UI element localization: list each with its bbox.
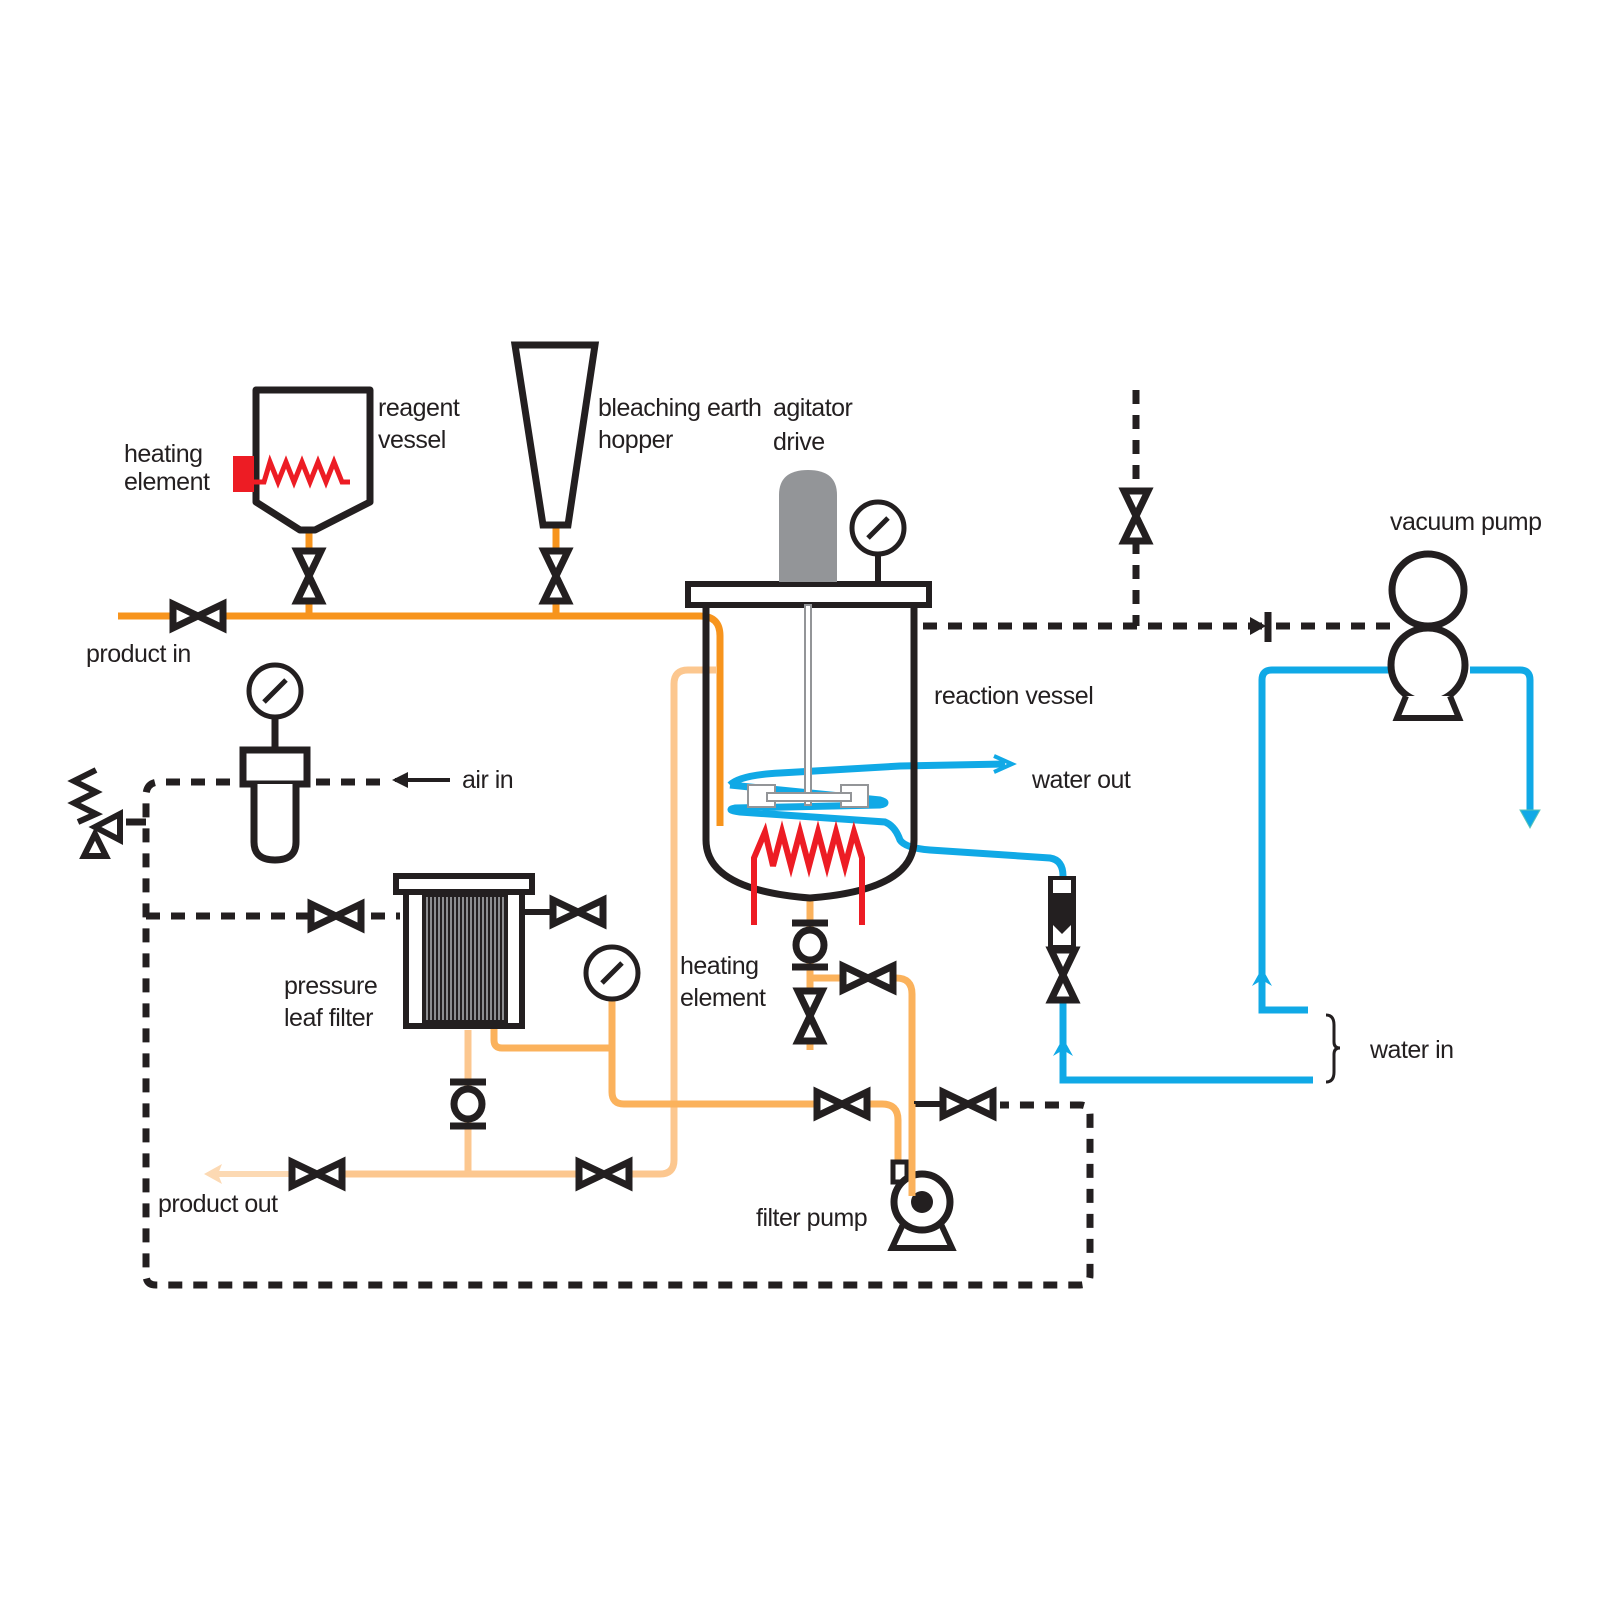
water-out-arrow (993, 754, 1017, 774)
agitator-drive-label-1: agitator (773, 394, 853, 422)
relief-valve (67, 767, 123, 859)
reagent-vessel-label-2: vessel (378, 426, 446, 454)
agitator-drive (779, 470, 837, 582)
water-in-label: water in (1369, 1036, 1454, 1064)
filter-drain-check-valve[interactable] (450, 1082, 486, 1126)
water-in-arrow-lower (1053, 1038, 1073, 1056)
product-in-pipe (118, 612, 724, 790)
return-valve[interactable] (579, 1162, 629, 1186)
hopper-label-1: bleaching earth (598, 394, 761, 422)
filter-pump-label: filter pump (756, 1204, 867, 1232)
reagent-valve[interactable] (297, 551, 321, 601)
air-filter-regulator (239, 662, 311, 864)
pressure-leaf-filter-label-2: leaf filter (284, 1004, 373, 1032)
heating-element-label-2: element (124, 468, 210, 496)
water-out-label: water out (1031, 766, 1131, 794)
vessel-check-valve[interactable] (792, 923, 828, 967)
filter-pump (887, 1159, 957, 1251)
air-line (142, 778, 1094, 1289)
hopper-label-2: hopper (598, 426, 673, 454)
vacuum-pump-label: vacuum pump (1390, 508, 1542, 536)
pump-suction-valve[interactable] (843, 966, 893, 990)
filter-air-valve[interactable] (311, 904, 361, 928)
vacuum-water-arrow (1519, 809, 1541, 830)
impeller-hub (766, 792, 852, 802)
heating-element-label-1: heating (124, 440, 203, 468)
pressure-leaf-filter (393, 873, 552, 1029)
water-in-pipe-lower (1059, 1000, 1313, 1084)
product-in-valve[interactable] (173, 604, 223, 628)
agitator-shaft (804, 604, 812, 806)
return-pipe (344, 666, 716, 1178)
reactor-heating-element (751, 820, 865, 925)
water-valve[interactable] (1051, 950, 1075, 1000)
product-in-label: product in (86, 640, 191, 668)
product-out-arrow (204, 1164, 222, 1184)
agitator-drive-label-2: drive (773, 428, 825, 456)
flow-meter (1048, 876, 1076, 950)
cooling-coil-return (727, 781, 1067, 877)
vacuum-pump (1387, 550, 1469, 721)
vacuum-arrow (1250, 617, 1266, 635)
center-heating-element-label-1: heating (680, 952, 759, 980)
center-heating-element-label-2: element (680, 984, 766, 1012)
reaction-vessel (685, 470, 932, 902)
vent-valve[interactable] (1124, 491, 1148, 541)
water-in-arrow-upper (1252, 968, 1272, 986)
cooling-coil (727, 760, 1006, 788)
air-in-arrowhead (392, 772, 408, 788)
vessel-lid (685, 581, 932, 608)
heating-coil-icon (254, 454, 350, 489)
pump-air-valve[interactable] (943, 1092, 993, 1116)
product-out-valve[interactable] (292, 1162, 342, 1186)
vessel-drain-valve[interactable] (798, 991, 822, 1041)
pressure-leaf-filter-label-1: pressure (284, 972, 377, 1000)
product-out-label: product out (158, 1190, 278, 1218)
hopper-valve[interactable] (544, 551, 568, 601)
filter-pressure-gauge (586, 947, 638, 999)
heating-element-box (233, 456, 254, 492)
reaction-vessel-label: reaction vessel (934, 682, 1093, 710)
water-in-brace (1325, 1013, 1341, 1084)
water-in-pipe-upper (1258, 666, 1398, 1014)
reagent-vessel (233, 386, 374, 534)
reagent-vessel-label-1: reagent (378, 394, 460, 422)
vessel-pressure-gauge (852, 502, 904, 554)
filter-feed-valve[interactable] (817, 1092, 867, 1116)
air-in-label: air in (462, 766, 513, 794)
bleaching-earth-hopper (510, 341, 600, 529)
filter-outlet-pipe (490, 1025, 902, 1170)
filter-vent-valve[interactable] (553, 900, 603, 924)
vacuum-pump-water-out (1470, 666, 1534, 820)
